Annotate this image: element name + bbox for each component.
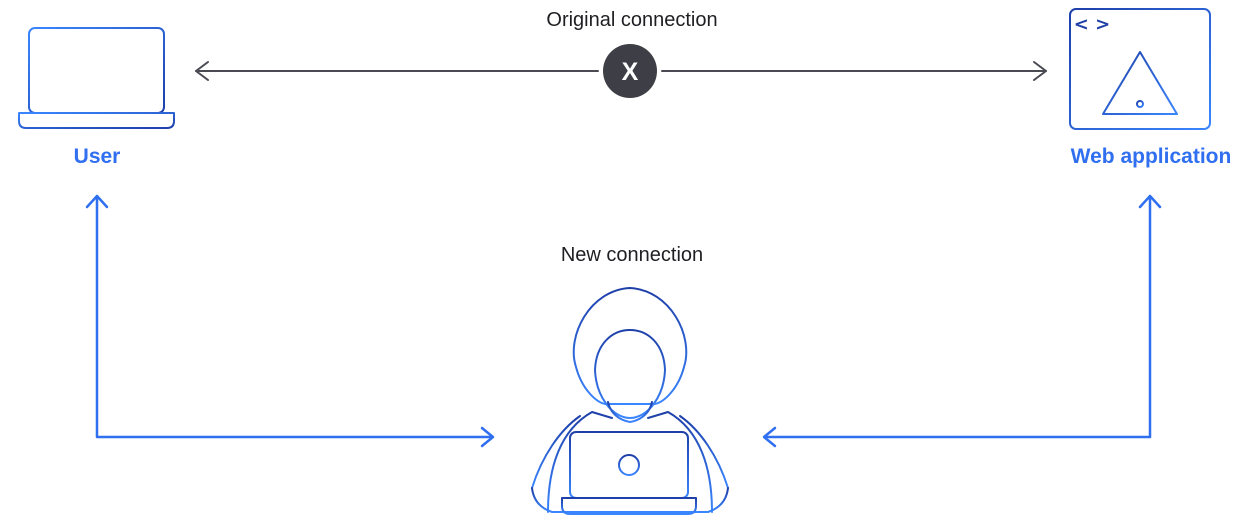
arrowhead-up-user-icon — [85, 194, 109, 209]
browser-warning-icon: < > — [1069, 8, 1211, 130]
original-connection-label: Original connection — [546, 9, 718, 31]
new-connection-webapp-route — [762, 194, 1162, 448]
web-application-label: Web application — [1070, 145, 1232, 168]
original-connection-arrow — [195, 61, 1047, 81]
x-marker-icon: X — [622, 58, 639, 86]
arrowhead-left-icon — [195, 61, 209, 81]
broken-connection-marker: X — [603, 44, 657, 98]
marker-circle — [603, 44, 657, 98]
arrowhead-left-attacker-icon — [762, 426, 777, 448]
arrowhead-up-webapp-icon — [1138, 194, 1162, 209]
hooded-hacker-icon — [531, 287, 729, 515]
webapp-to-attacker-line — [763, 196, 1152, 439]
laptop-icon — [18, 27, 175, 129]
arrowhead-right-icon — [1033, 61, 1047, 81]
code-brackets-icon: < > — [1074, 14, 1110, 35]
user-label: User — [73, 145, 121, 168]
user-to-attacker-line — [95, 196, 494, 439]
new-connection-label: New connection — [560, 244, 704, 266]
new-connection-user-route — [85, 194, 495, 448]
arrowhead-right-attacker-icon — [480, 426, 495, 448]
